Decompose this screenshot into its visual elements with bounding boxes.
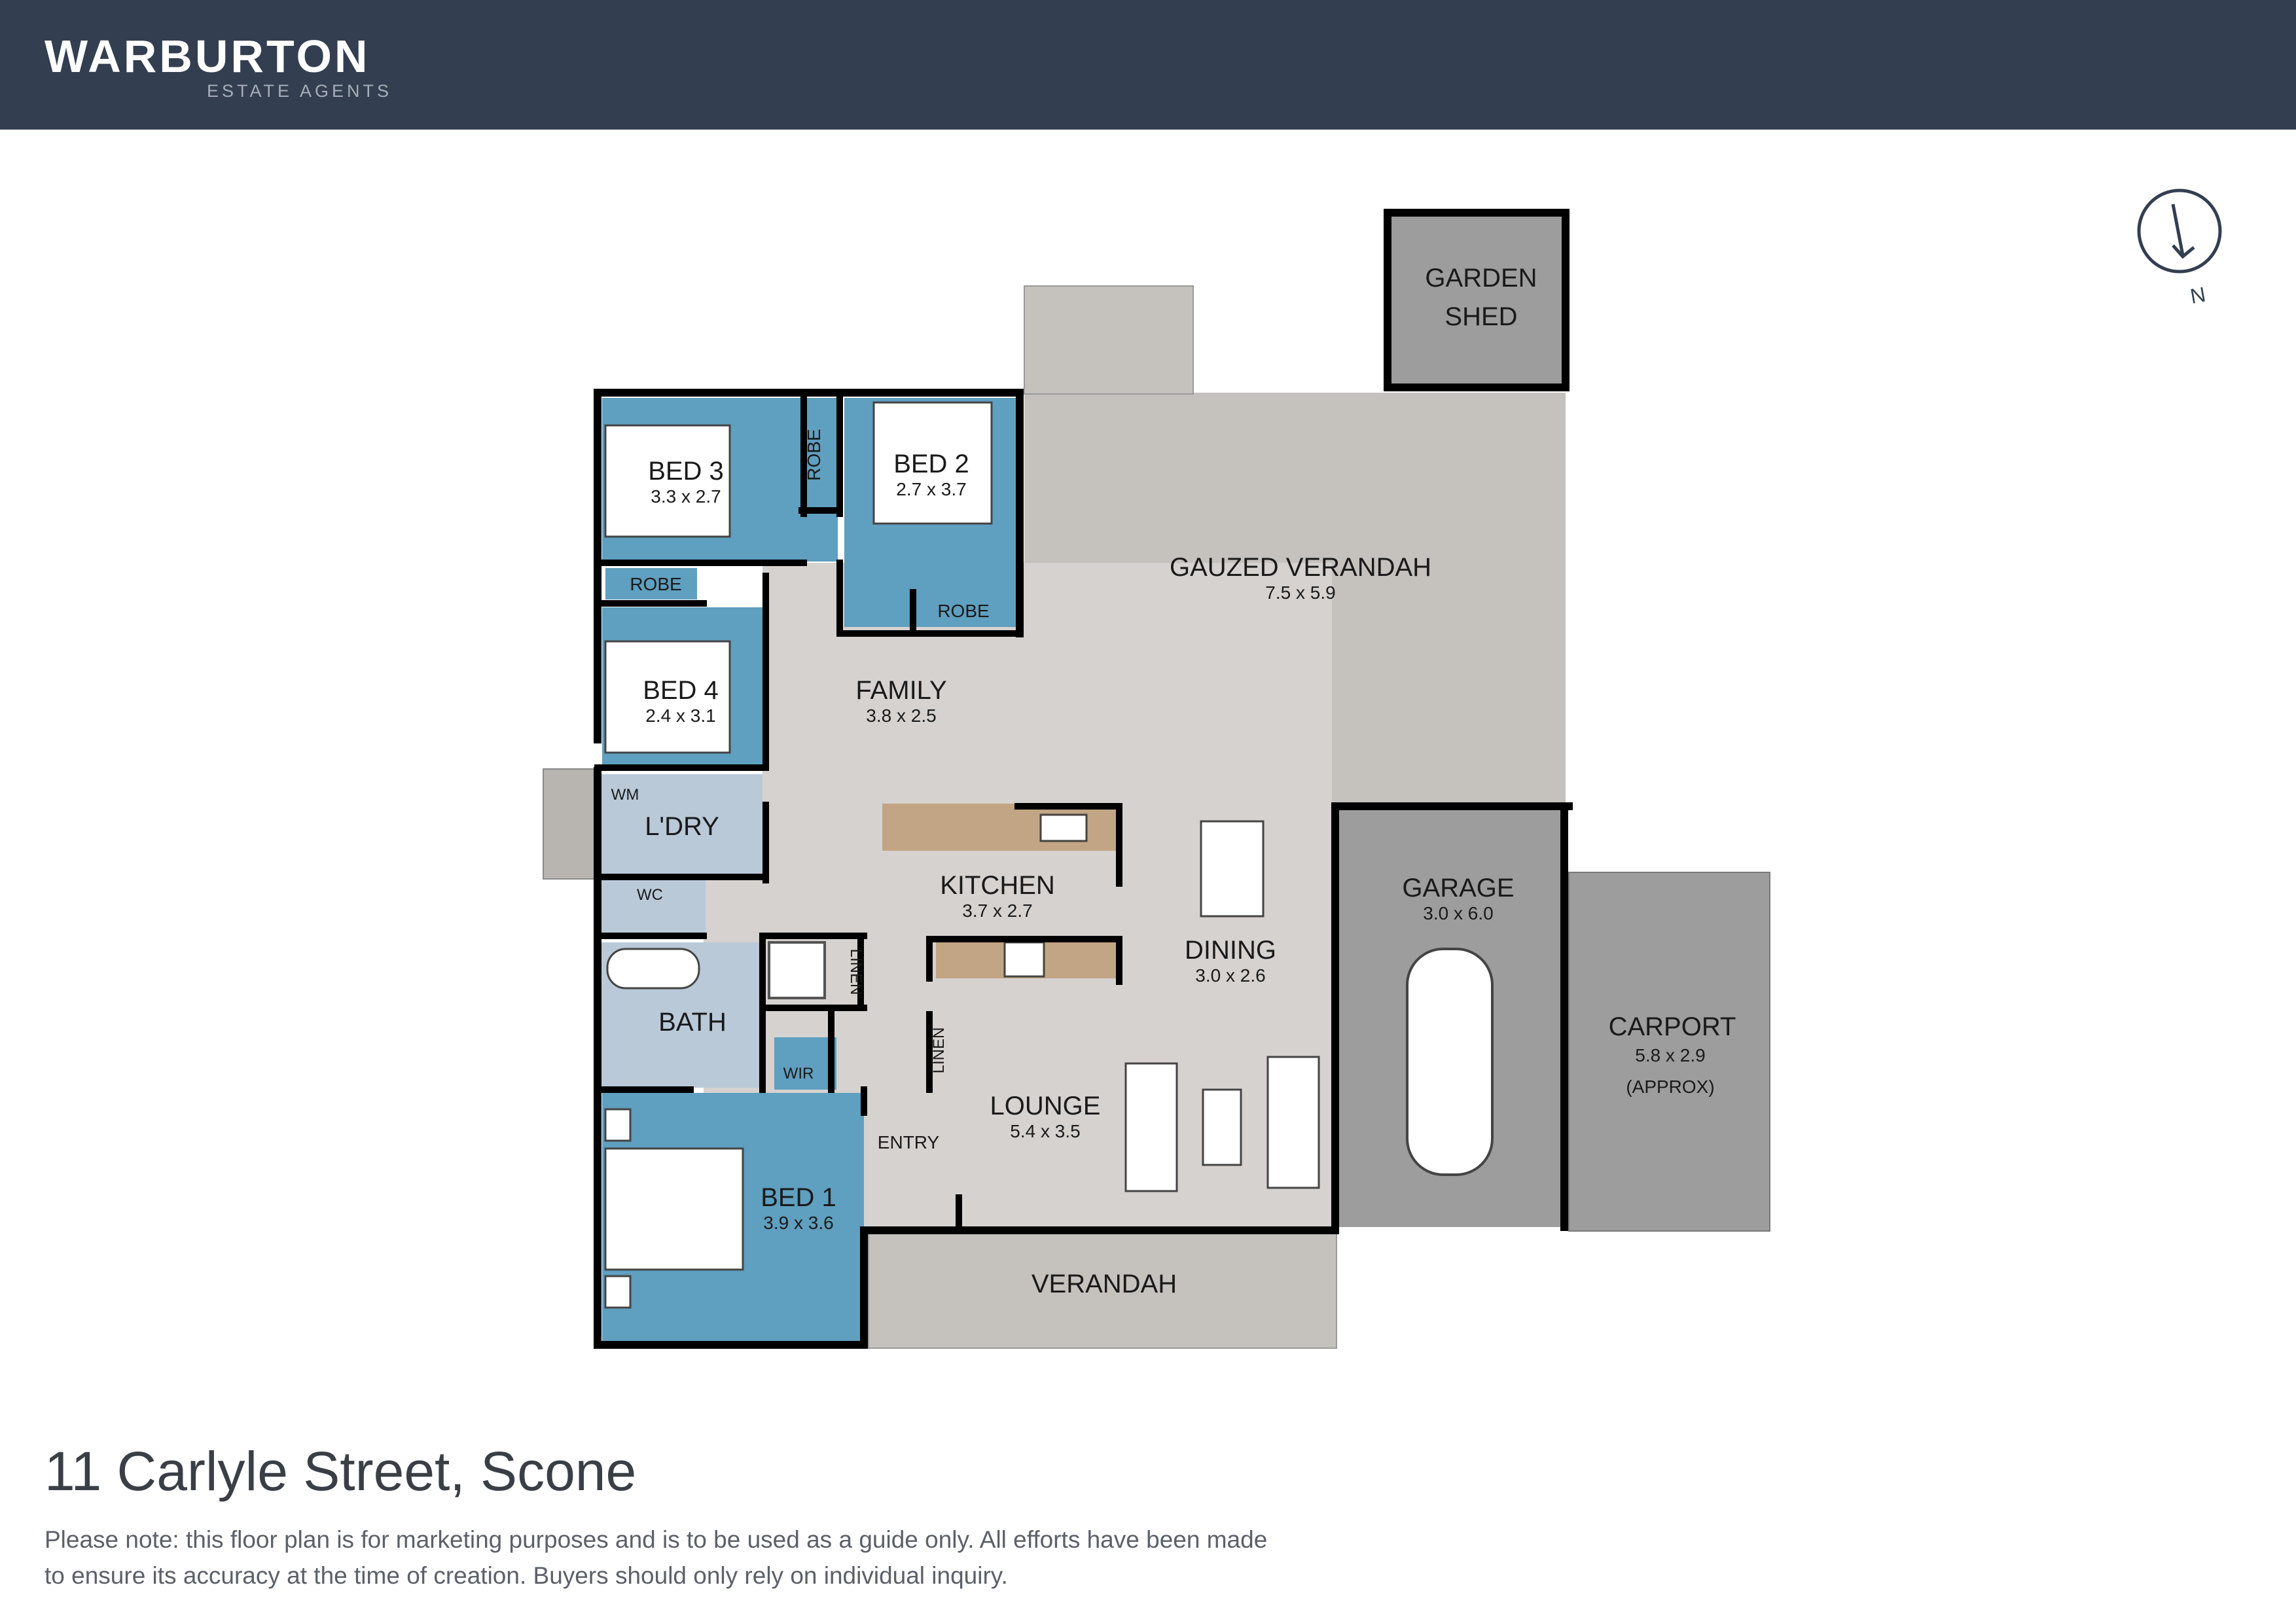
kitchen-size: 3.7 x 2.7 <box>962 901 1032 921</box>
robe-bed4-label: ROBE <box>804 429 824 480</box>
bed1-size: 3.9 x 3.6 <box>763 1213 833 1233</box>
carport-area <box>1568 872 1770 1232</box>
sofa-right <box>1266 1056 1320 1189</box>
wm-label: WM <box>611 786 639 804</box>
family-label: FAMILY <box>855 676 946 705</box>
bed4-size: 2.4 x 3.1 <box>645 705 715 726</box>
robe-bed3-area <box>605 568 697 599</box>
bed4-bed <box>604 640 731 754</box>
wc-label: WC <box>637 886 663 904</box>
bed3-bed <box>604 424 731 538</box>
bed2-size: 2.7 x 3.7 <box>896 479 966 499</box>
garden-shed-label-line1: GARDEN <box>1425 264 1537 293</box>
garden-shed-label-line2: SHED <box>1444 302 1517 331</box>
laundry-label: L'DRY <box>645 812 719 841</box>
brand-logo: WARBURTON <box>45 31 370 82</box>
bed2-bed <box>872 401 993 525</box>
cooktop <box>1003 941 1045 978</box>
compass: N <box>2137 188 2222 308</box>
walls <box>594 209 1573 1349</box>
disclaimer-text: Please note: this floor plan is for mark… <box>45 1526 1268 1589</box>
dining-table <box>1200 820 1265 918</box>
robe-bed2-label: ROBE <box>937 601 989 621</box>
dining-label: DINING <box>1185 936 1276 965</box>
compass-ring <box>2137 188 2222 274</box>
north-arrow-icon <box>2171 204 2185 256</box>
bed1-side-table-top <box>604 1108 632 1142</box>
side-stairs <box>543 768 596 880</box>
entry-label: ENTRY <box>878 1132 940 1152</box>
garage-label: GARAGE <box>1402 874 1514 902</box>
bed1-label: BED 1 <box>761 1183 836 1212</box>
garden-shed-room <box>1391 216 1562 387</box>
car <box>1406 948 1494 1176</box>
bed4-label: BED 4 <box>643 676 719 705</box>
bathtub <box>606 948 700 990</box>
family-size: 3.8 x 2.5 <box>866 705 936 726</box>
carport-size: 5.8 x 2.9 <box>1635 1045 1705 1065</box>
linen1-label: LINEN <box>847 949 865 995</box>
compass-label: N <box>2189 282 2208 308</box>
bed1-bed <box>604 1147 744 1271</box>
robe-bed3-label: ROBE <box>630 574 681 594</box>
dining-size: 3.0 x 2.6 <box>1195 965 1265 986</box>
bed1-side-table-bottom <box>604 1275 632 1309</box>
lounge-label: LOUNGE <box>990 1092 1101 1120</box>
garage-size: 3.0 x 6.0 <box>1423 903 1493 923</box>
coffee-table <box>1202 1088 1242 1166</box>
kitchen-sink <box>1039 813 1088 842</box>
laundry-room <box>601 774 762 876</box>
wir-area <box>774 1037 836 1090</box>
shower <box>768 941 826 999</box>
gauzed-verandah-size: 7.5 x 5.9 <box>1265 582 1335 603</box>
verandah-label: VERANDAH <box>1031 1270 1177 1298</box>
robe-bed2-area <box>913 592 1018 627</box>
sofa-left <box>1124 1062 1178 1192</box>
carport-label: CARPORT <box>1609 1012 1736 1041</box>
lounge-size: 5.4 x 3.5 <box>1010 1121 1080 1141</box>
carport-note: (APPROX) <box>1626 1077 1714 1097</box>
bed2-label: BED 2 <box>893 450 969 478</box>
north-arrow-head-icon <box>2172 244 2195 259</box>
bath-label: BATH <box>658 1008 726 1037</box>
brand-tagline: ESTATE AGENTS <box>207 81 393 101</box>
bed3-size: 3.3 x 2.7 <box>651 486 721 507</box>
wir-label: WIR <box>783 1065 814 1082</box>
kitchen-label: KITCHEN <box>940 871 1055 900</box>
header-bar: WARBURTON ESTATE AGENTS <box>0 0 2296 130</box>
property-address: 11 Carlyle Street, Scone <box>45 1440 637 1502</box>
wc-room <box>601 880 706 933</box>
back-deck-area <box>1024 285 1194 395</box>
linen2-label: LINEN <box>930 1027 948 1074</box>
gauzed-verandah-label: GAUZED VERANDAH <box>1170 553 1431 582</box>
bed3-label: BED 3 <box>648 457 724 486</box>
